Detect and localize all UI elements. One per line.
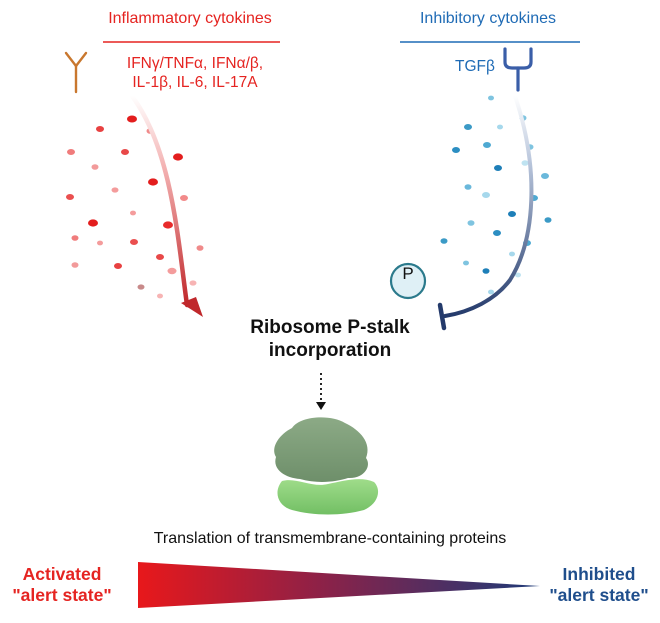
inhibited-label: Inhibited "alert state" bbox=[540, 564, 658, 606]
inhibitory-curve bbox=[443, 94, 534, 318]
activated-label: Activated "alert state" bbox=[2, 564, 122, 606]
inflammatory-arrow bbox=[129, 93, 190, 308]
inflammatory-receptor-icon bbox=[64, 51, 88, 94]
inflammatory-list-line-1: IFNγ/TNFα, IFNα/β, bbox=[126, 55, 264, 72]
inflammatory-arrowhead bbox=[181, 297, 203, 317]
tgf-beta-label: TGFβ bbox=[455, 58, 495, 75]
inflammatory-cytokine-dots bbox=[66, 115, 204, 299]
alert-state-gradient-wedge bbox=[138, 562, 540, 608]
inhibition-bar bbox=[437, 302, 447, 331]
tgf-receptor-icon bbox=[503, 47, 533, 92]
center-title-line-2: incorporation bbox=[268, 340, 392, 361]
inflammatory-cytokine-list: IFNγ/TNFα, IFNα/β, IL-1β, IL-6, IL-17A bbox=[100, 54, 290, 92]
inflammatory-title: Inflammatory cytokines bbox=[108, 10, 272, 27]
activated-line-2: "alert state" bbox=[12, 585, 112, 605]
center-title-line-1: Ribosome P-stalk bbox=[250, 317, 410, 338]
dotted-arrowhead bbox=[316, 402, 326, 410]
inhibited-line-2: "alert state" bbox=[549, 585, 649, 605]
translation-caption: Translation of transmembrane-containing … bbox=[153, 530, 507, 547]
phosphate-circle-icon bbox=[389, 262, 427, 300]
inhibited-line-1: Inhibited bbox=[562, 564, 636, 584]
inflammatory-list-line-2: IL-1β, IL-6, IL-17A bbox=[132, 74, 258, 91]
activated-line-1: Activated bbox=[22, 564, 102, 584]
ribosome-icon bbox=[274, 417, 379, 515]
inhibitory-title: Inhibitory cytokines bbox=[419, 10, 557, 27]
inhibitory-cytokine-dots bbox=[440, 95, 552, 295]
ribosome-process-title: Ribosome P-stalk incorporation bbox=[180, 316, 480, 362]
phosphate-label: P bbox=[402, 264, 414, 283]
